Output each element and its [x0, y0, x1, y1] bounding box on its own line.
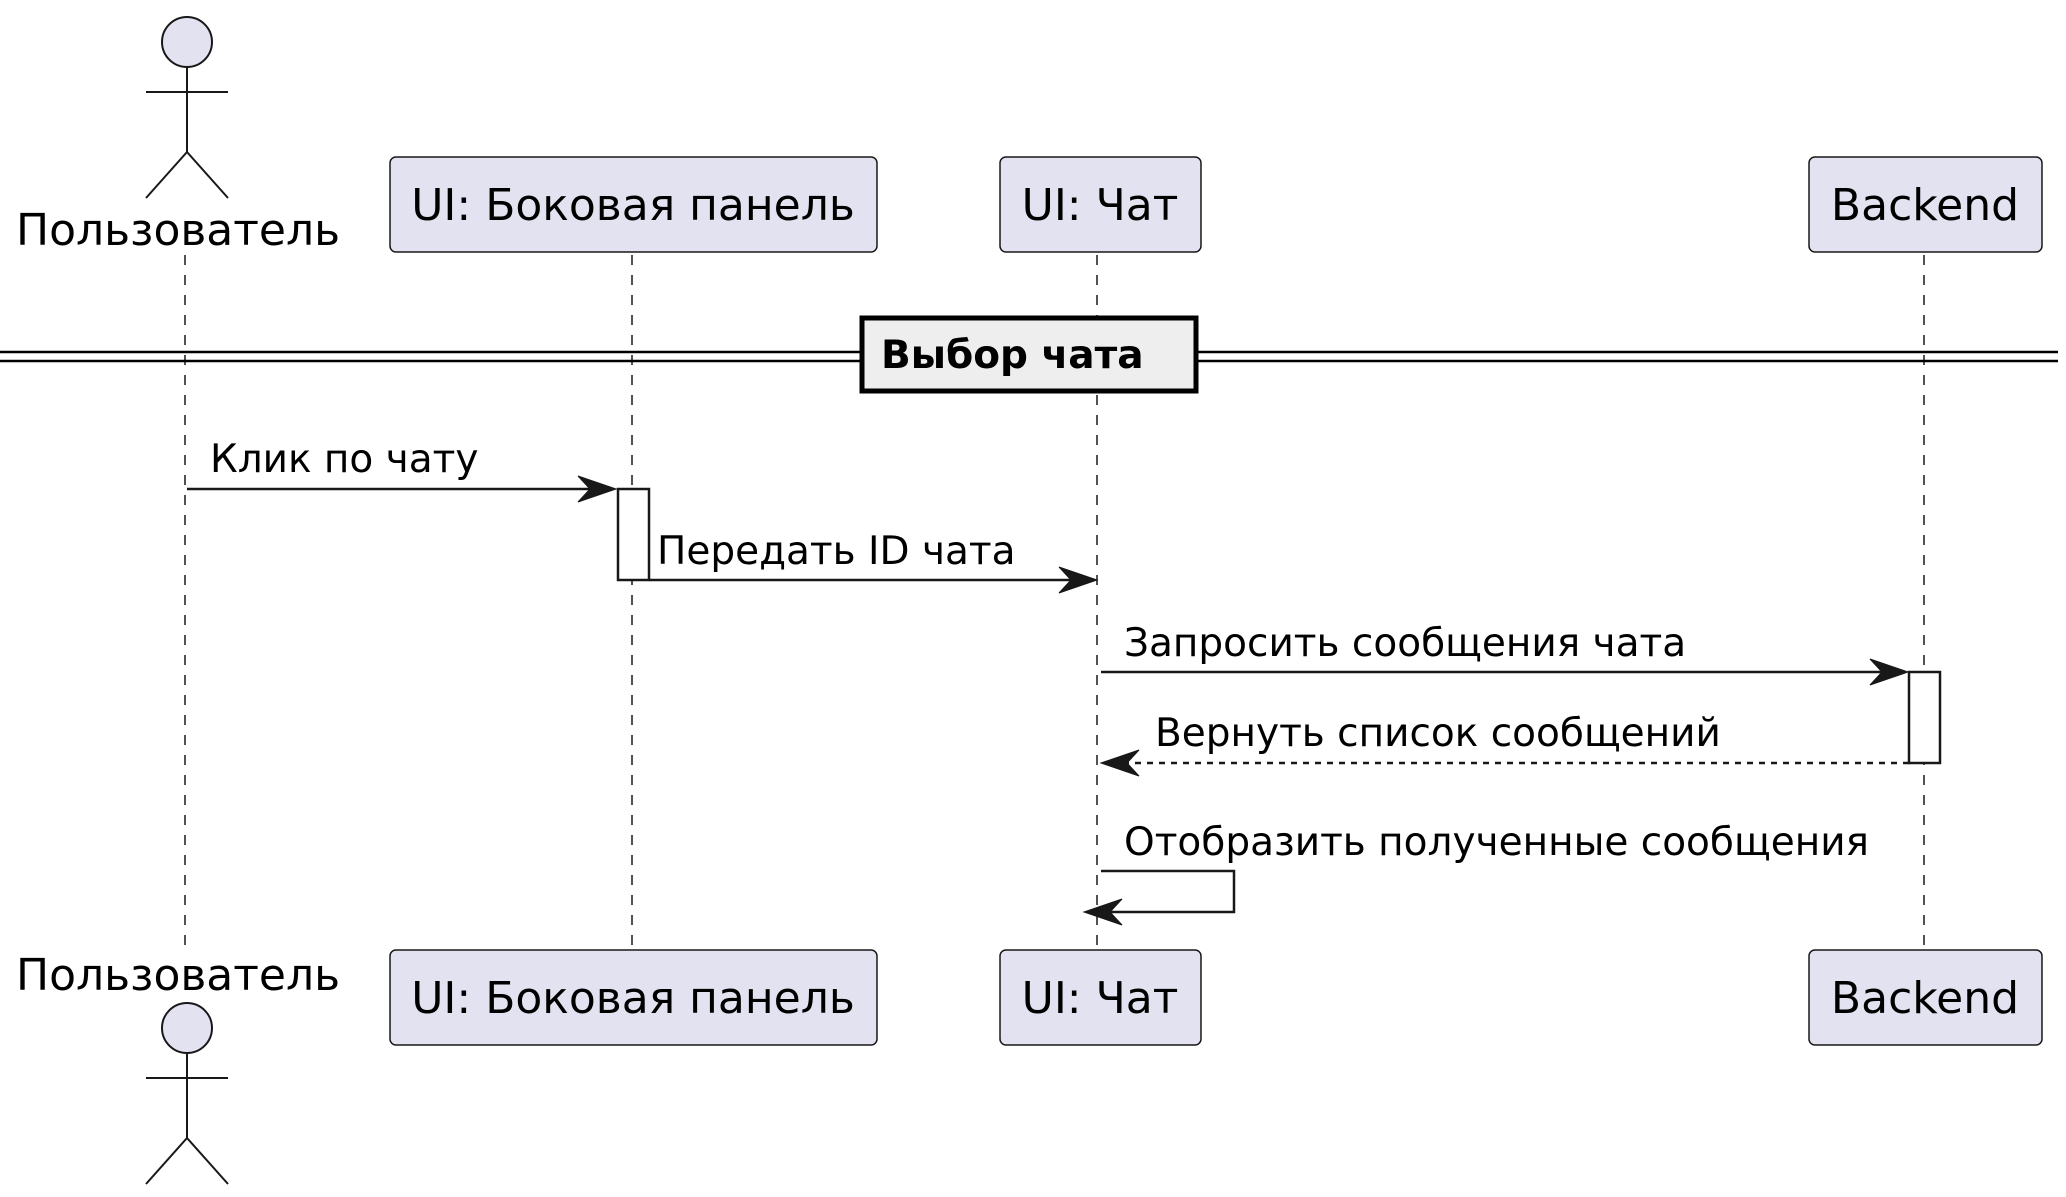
participant-sidebar-bottom: UI: Боковая панель — [389, 949, 878, 1046]
arrowhead — [1099, 749, 1140, 777]
participant-chat-top: UI: Чат — [999, 156, 1202, 253]
divider: Выбор чата — [0, 315, 2058, 394]
divider-label: Выбор чата — [881, 333, 1144, 378]
message-pass-chat-id: Передать ID чата — [649, 529, 1099, 594]
participant-box — [999, 949, 1202, 1046]
participant-sidebar-top: UI: Боковая панель — [389, 156, 878, 253]
divider-box — [859, 315, 1199, 394]
actor-user-bottom: Пользователь — [16, 950, 340, 1185]
participant-box — [1808, 949, 2043, 1046]
actor-head — [161, 16, 213, 68]
message-label: Запросить сообщения чата — [1124, 621, 1686, 666]
participant-chat-bottom: UI: Чат — [999, 949, 1202, 1046]
message-label: Вернуть список сообщений — [1155, 711, 1721, 756]
message-request-messages: Запросить сообщения чата — [1101, 621, 1910, 686]
participant-label: Backend — [1831, 973, 2019, 1024]
participant-label: UI: Боковая панель — [411, 973, 855, 1024]
message-label: Передать ID чата — [657, 529, 1016, 574]
activation-sidebar — [616, 487, 651, 582]
message-label: Отобразить полученные сообщения — [1124, 820, 1869, 865]
participant-label: UI: Боковая панель — [411, 180, 855, 231]
actor-label: Пользователь — [16, 205, 340, 256]
actor-user-top: Пользователь — [16, 16, 340, 256]
actor-leg-right — [186, 1137, 229, 1185]
arrowhead — [577, 475, 618, 503]
message-display-messages: Отобразить полученные сообщения — [1082, 820, 1869, 926]
participant-box — [389, 156, 878, 253]
arrowhead — [1058, 566, 1099, 594]
actor-leg-left — [145, 151, 188, 199]
participant-box — [389, 949, 878, 1046]
message-return-list: Вернуть список сообщений — [1099, 711, 1909, 777]
participant-box — [999, 156, 1202, 253]
arrowhead — [1869, 658, 1910, 686]
participant-box — [1808, 156, 2043, 253]
arrowhead — [1082, 898, 1123, 926]
message-click-chat: Клик по чату — [187, 437, 618, 503]
participant-label: UI: Чат — [1022, 180, 1179, 231]
actor-head — [161, 1002, 213, 1054]
participant-label: Backend — [1831, 180, 2019, 231]
participant-backend-bottom: Backend — [1808, 949, 2043, 1046]
participant-backend-top: Backend — [1808, 156, 2043, 253]
actor-label: Пользователь — [16, 950, 340, 1001]
actor-leg-right — [186, 151, 229, 199]
participant-label: UI: Чат — [1022, 973, 1179, 1024]
actor-leg-left — [145, 1137, 188, 1185]
message-line — [1101, 869, 1236, 914]
activation-backend — [1907, 670, 1942, 765]
message-label: Клик по чату — [210, 437, 478, 482]
